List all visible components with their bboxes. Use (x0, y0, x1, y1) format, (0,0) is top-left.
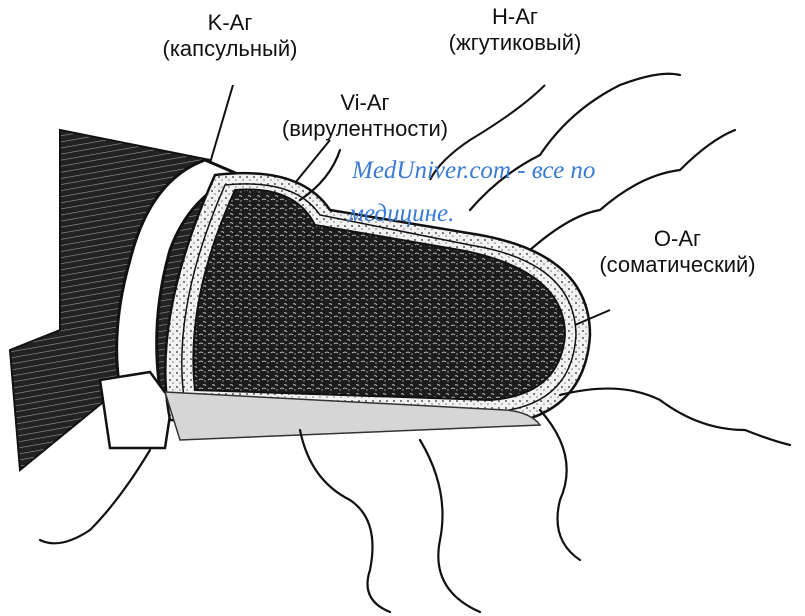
h-antigen-description: (жгутиковый) (400, 30, 630, 56)
o-antigen-description: (соматический) (555, 252, 800, 278)
vi-antigen-name: Vi-Аг (230, 90, 500, 116)
vi-antigen-label: Vi-Аг (вирулентности) (230, 90, 500, 142)
k-antigen-label: K-Аг (капсульный) (150, 10, 310, 62)
watermark-line-1: MedUniver.com - все по (352, 155, 595, 187)
o-antigen-label: O-Аг (соматический) (555, 226, 800, 278)
k-antigen-name: K-Аг (150, 10, 310, 36)
k-antigen-description: (капсульный) (150, 36, 310, 62)
o-antigen-name: O-Аг (555, 226, 800, 252)
watermark-line-2: медицине. (348, 198, 454, 230)
h-antigen-label: H-Аг (жгутиковый) (400, 4, 630, 56)
h-antigen-name: H-Аг (400, 4, 630, 30)
vi-antigen-description: (вирулентности) (230, 116, 500, 142)
